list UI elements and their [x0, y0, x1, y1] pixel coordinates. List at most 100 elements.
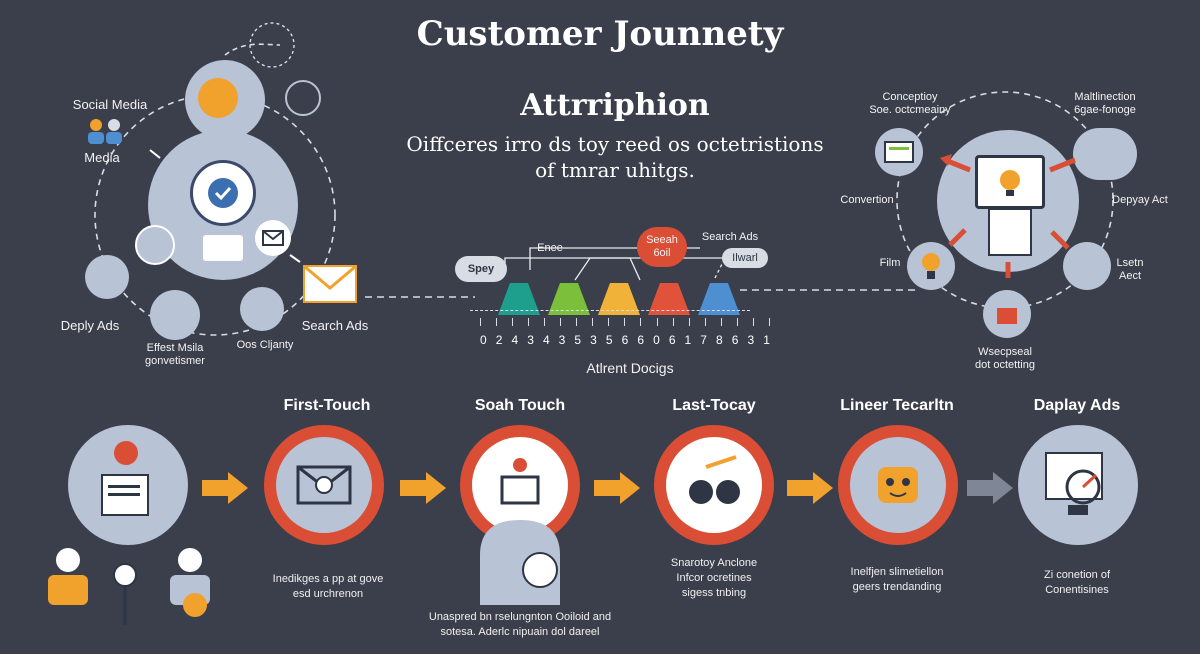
stage-title-last-tocay: Last-Tocay	[672, 397, 756, 414]
funnel-segment	[548, 283, 590, 315]
effect-media-icon	[150, 290, 200, 340]
stage-2-caption: Unaspred bn rselungnton Ooiloid and sote…	[428, 611, 612, 638]
stage-title-first-touch: First-Touch	[283, 397, 371, 414]
timeline-tick	[704, 318, 706, 326]
ads-icon-left	[85, 255, 129, 299]
envelope-icon	[302, 262, 358, 306]
stage-0-circle	[68, 425, 188, 545]
timeline-tick	[528, 318, 530, 326]
stage-title-soah-touch: Soah Touch	[474, 397, 566, 414]
stage-1-circle	[264, 425, 384, 545]
label-malination-1: Maltlinection	[1074, 91, 1136, 103]
check-glyph	[208, 178, 238, 208]
stage-3-circle	[654, 425, 774, 545]
people-group-icon	[48, 548, 210, 625]
timeline-caption: Atlrent Docigs	[586, 360, 674, 376]
stage-2-inner	[472, 437, 568, 533]
spey-badge: Spey	[455, 256, 507, 282]
funnel-segment	[598, 283, 640, 315]
stage-3-inner	[666, 437, 762, 533]
head-silhouette-icon	[480, 520, 560, 605]
left-top-dotted-circle	[249, 22, 295, 68]
user-icon-top-right	[285, 80, 321, 116]
timeline-digit: 3	[527, 333, 534, 347]
wsecpseal-icon	[983, 290, 1031, 338]
timeline-digit: 7	[700, 333, 707, 347]
lestin-icon	[1063, 242, 1111, 290]
search-badge: Seeah 6oil	[637, 227, 687, 267]
network-icon-stage2	[500, 458, 540, 505]
arrow-2	[400, 472, 446, 504]
malination-icon	[1073, 128, 1137, 180]
timeline-ticks	[480, 318, 770, 326]
timeline-digit: 6	[668, 333, 676, 347]
ilwarl-badge: Ilwarl	[722, 248, 768, 268]
stage-1-inner	[276, 437, 372, 533]
arrow-1	[202, 472, 248, 504]
bulb-icon	[907, 242, 955, 290]
page-title: Customer Jounnety	[416, 14, 784, 54]
label-conceptioy-2: Soe. octcmeainy	[869, 104, 951, 116]
timeline-digit: 4	[511, 333, 519, 347]
tools-icon-stage3	[689, 455, 740, 504]
dashboard-chart-icon	[1045, 452, 1103, 515]
timeline-tick	[656, 318, 658, 326]
timeline-tick	[480, 318, 481, 326]
stage-title-lineer-tecarltn: Lineer Tecarltn	[840, 397, 954, 414]
arrow-4	[787, 472, 833, 504]
timeline-tick	[512, 318, 514, 326]
tagline-line-2: of tmrar uhitgs.	[535, 158, 695, 182]
timeline-digit: 1	[763, 333, 770, 347]
label-film: Film	[879, 257, 901, 269]
timeline-digit: 3	[747, 333, 755, 347]
right-red-arrows	[940, 154, 1076, 278]
stage-4-caption: Inelfjen slimetiellon geers trendanding	[850, 566, 944, 593]
label-effect-media: Effest Msila	[146, 342, 204, 354]
timeline-digit: 6	[621, 333, 629, 347]
person-icon	[198, 78, 238, 118]
stage-4-circle	[838, 425, 958, 545]
stage-5-circle	[1018, 425, 1138, 545]
timeline-digit: 3	[558, 333, 566, 347]
timeline-digit: 5	[605, 333, 613, 347]
spey-label: Spey	[467, 263, 495, 275]
mail-icon-small	[255, 220, 291, 256]
tagline-line-1: Oiffceres irro ds toy reed os octetristi…	[406, 132, 824, 156]
timeline-tick	[752, 318, 754, 326]
stage-0-caption: Inedikges a pp at gove esd urchrenon	[272, 573, 384, 600]
left-arrow-a	[149, 149, 161, 159]
center-check-icon	[190, 160, 256, 226]
label-search-ads-left: Search Ads	[301, 318, 369, 333]
timeline-digit: 2	[495, 333, 503, 347]
ilwarl-label: Ilwarl	[732, 252, 758, 264]
timeline-tick	[576, 318, 578, 326]
timeline-tick	[544, 318, 546, 326]
timeline-digit: 8	[716, 333, 723, 347]
funnel-segment	[698, 283, 740, 315]
envelope-icon-stage1	[296, 465, 352, 505]
document-person-icon	[101, 441, 149, 516]
timeline-digit: 0	[480, 333, 487, 347]
timeline-digit: 1	[684, 333, 692, 347]
label-malination-2: 6gae-fonoge	[1074, 104, 1136, 116]
label-effect-media-sub: gonvetismer	[145, 355, 205, 367]
funnel-segment	[648, 283, 690, 315]
timeline-tick	[496, 318, 498, 326]
monitor-icon	[975, 155, 1045, 209]
label-wsecpseal-1: Wsecpseal	[978, 346, 1032, 358]
enee-label: Enee	[537, 242, 563, 254]
page-subtitle: Attrriphion	[520, 88, 710, 123]
timeline-digit: 6	[731, 333, 739, 347]
search-badge-line1: Seeah	[646, 234, 678, 246]
stage-3-caption: Snarotoy Anclone Infcor ocretines sigess…	[670, 557, 758, 599]
timeline-digit: 3	[590, 333, 597, 347]
left-arrow-b	[289, 254, 301, 263]
timeline-tick	[768, 318, 770, 326]
label-conceptioy-1: Conceptioy	[882, 91, 938, 103]
timeline-tick	[720, 318, 722, 326]
document-icon	[988, 208, 1032, 256]
timeline-tick	[624, 318, 626, 326]
timeline-tick	[560, 318, 562, 326]
stage-5-caption: Zi conetion of Conentisines	[1043, 569, 1111, 596]
